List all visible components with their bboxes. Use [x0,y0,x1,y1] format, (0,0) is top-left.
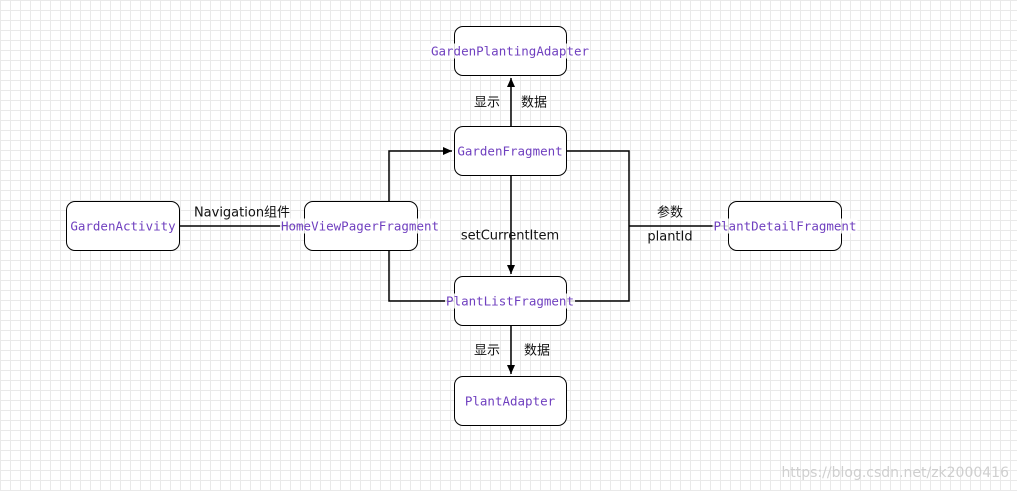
plant-list-fragment-label: PlantListFragment [445,293,575,309]
edge-gardenfragment-to-plantdetail [567,150,630,226]
params-label: 参数 [656,205,684,221]
edge-homeviewpager-to-gardenfragment [388,147,452,201]
plant-display-label: 显示 [473,343,501,359]
home-view-pager-fragment-label: HomeViewPagerFragment [279,218,441,234]
plant-detail-fragment-label: PlantDetailFragment [712,218,858,234]
plant-id-label: plantId [647,229,693,245]
garden-fragment-label: GardenFragment [456,143,564,159]
garden-planting-adapter-label: GardenPlantingAdapter [429,43,591,59]
plant-adapter-label: PlantAdapter [463,393,557,409]
edge-plantlistfragment-to-plantdetail [567,226,630,302]
edge-homeviewpager-to-plantlistfragment [388,251,454,302]
set-current-item-label: setCurrentItem [460,228,560,244]
navigation-component-label: Navigation组件 [193,205,291,221]
watermark-text: https://blog.csdn.net/zk2000416 [781,465,1009,481]
garden-data-label: 数据 [520,95,548,111]
garden-activity-label: GardenActivity [69,218,177,234]
plant-data-label: 数据 [523,343,551,359]
garden-display-label: 显示 [473,95,501,111]
